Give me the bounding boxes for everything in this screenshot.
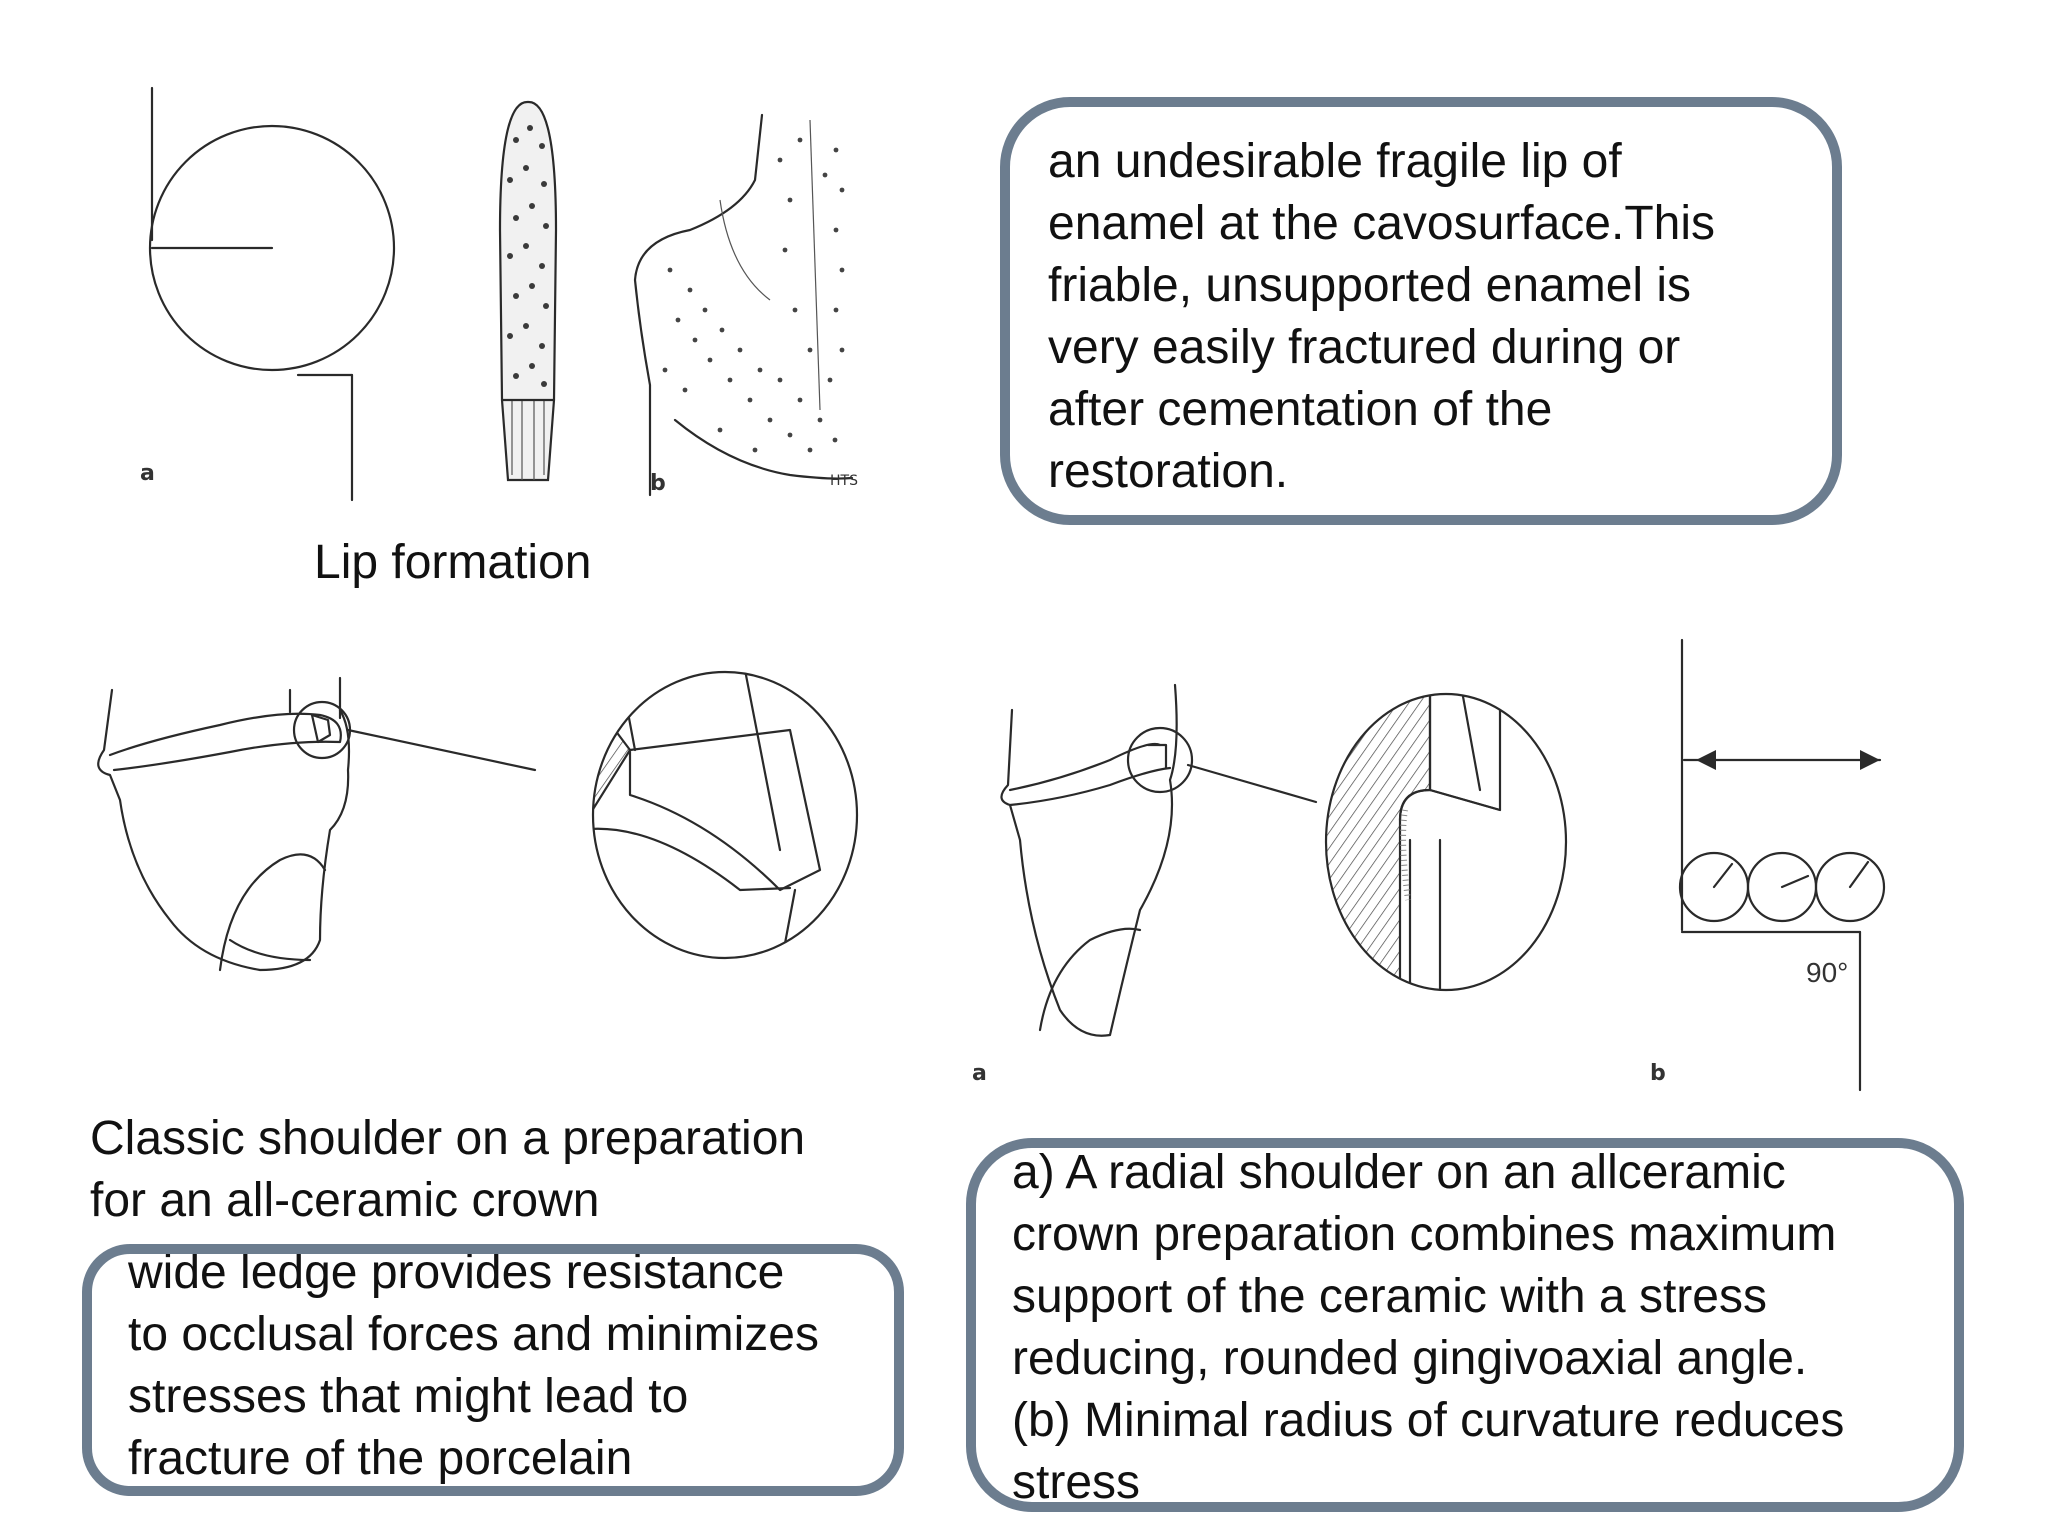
callout-line: a) A radial shoulder on an allceramic <box>1012 1146 1786 1199</box>
bur-circle-diagram <box>148 86 396 502</box>
callout-line: very easily fractured during or <box>1048 321 1681 374</box>
crown-preparation-drawing <box>97 676 537 972</box>
callout-line: crown preparation combines maximum <box>1012 1208 1837 1261</box>
callout-line: restoration. <box>1048 445 1289 498</box>
callout-line: stresses that might lead to <box>128 1370 689 1423</box>
lip-formation-caption: Lip formation <box>314 536 592 589</box>
wide-ledge-callout: wide ledge provides resistance to occlus… <box>82 1244 904 1496</box>
lip-formation-figure: a <box>140 86 858 502</box>
lip-label-a: a <box>140 461 155 486</box>
radial-crown-preparation-drawing <box>1000 683 1318 1037</box>
radial-shoulder-callout: a) A radial shoulder on an allceramic cr… <box>966 1138 1964 1512</box>
classic-shoulder-caption: Classic shoulder on a preparation for an… <box>90 1108 805 1232</box>
callout-line: (b) Minimal radius of curvature reduces <box>1012 1394 1845 1447</box>
illustrator-initials: HTS <box>830 473 858 489</box>
shoulder-detail-magnified <box>591 670 859 960</box>
callout-line: support of the ceramic with a stress <box>1012 1270 1767 1323</box>
curvature-radius-diagram: 90° <box>1678 638 1886 1092</box>
callout-line: after cementation of the <box>1048 383 1553 436</box>
angle-label: 90° <box>1806 957 1848 988</box>
caption-line: Classic shoulder on a preparation <box>90 1112 806 1165</box>
lip-label-b: b <box>650 471 666 496</box>
caption-line: for an all-ceramic crown <box>90 1174 600 1227</box>
radial-shoulder-figure: a 90° b <box>972 638 1886 1092</box>
lip-description-callout: an undesirable fragile lip of enamel at … <box>1000 97 1842 525</box>
callout-line: fracture of the porcelain <box>128 1432 633 1485</box>
callout-line: reducing, rounded gingivoaxial angle. <box>1012 1332 1808 1385</box>
callout-line: stress <box>1012 1456 1141 1509</box>
radial-label-b: b <box>1650 1061 1666 1086</box>
callout-line: to occlusal forces and minimizes <box>128 1308 819 1361</box>
callout-line: friable, unsupported enamel is <box>1048 259 1692 312</box>
callout-line: wide ledge provides resistance <box>128 1246 785 1299</box>
radial-label-a: a <box>972 1061 987 1086</box>
callout-line: an undesirable fragile lip of <box>1048 135 1622 188</box>
callout-line: enamel at the cavosurface.This <box>1048 197 1716 250</box>
diamond-bur-illustration <box>498 100 558 482</box>
classic-shoulder-figure <box>97 670 859 972</box>
enamel-lip-section <box>633 113 854 497</box>
radial-shoulder-detail-magnified <box>1324 692 1568 992</box>
